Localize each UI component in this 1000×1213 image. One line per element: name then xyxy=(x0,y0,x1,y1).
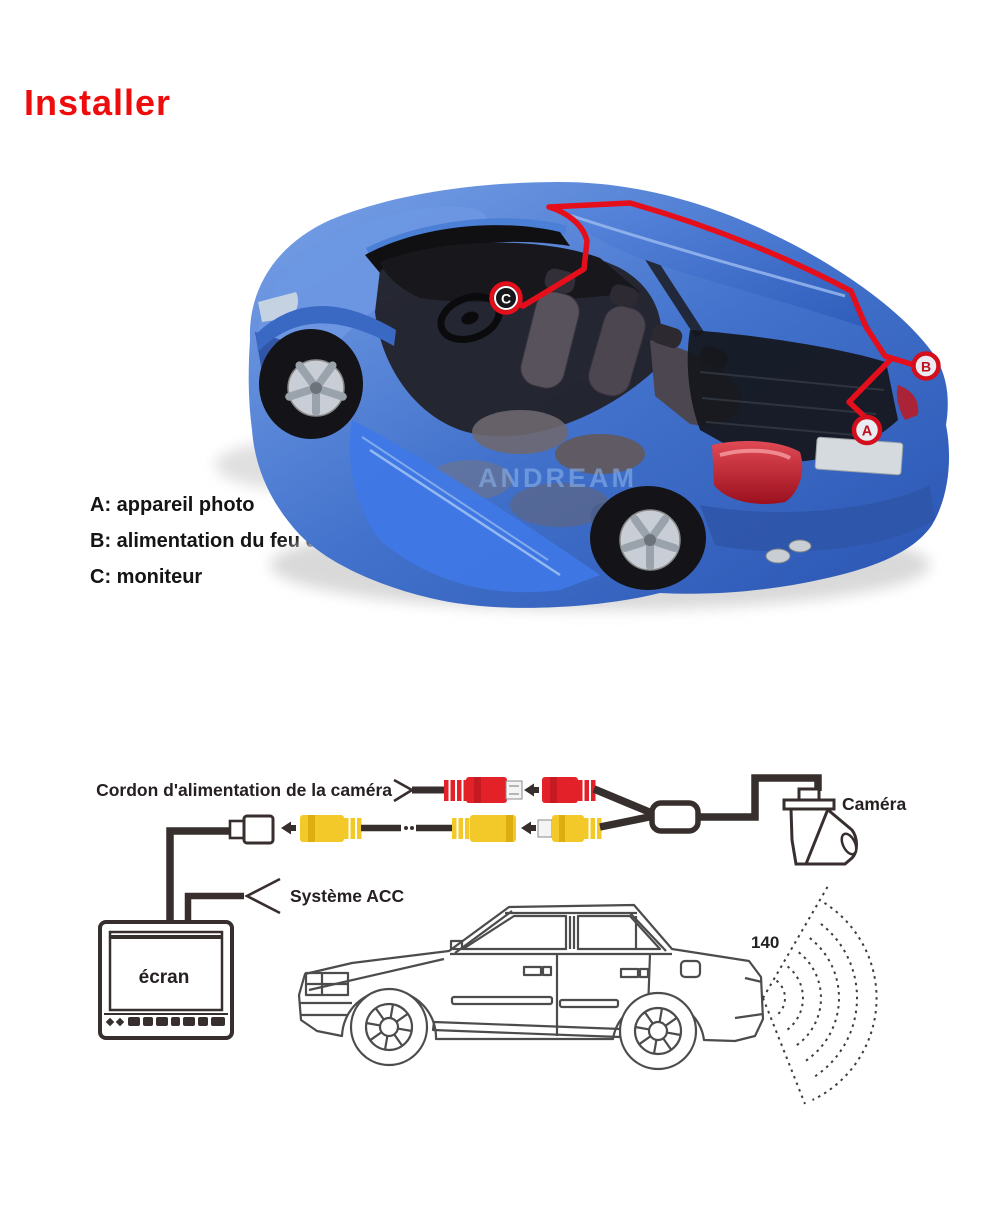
front-window xyxy=(461,914,568,951)
junction-box xyxy=(649,800,701,834)
fan-top-edge xyxy=(762,885,829,999)
svg-text:C: C xyxy=(501,291,511,307)
b-pillar-lines xyxy=(568,916,576,949)
cable-route xyxy=(503,200,917,421)
rca-red-male xyxy=(542,777,596,803)
rear-wheel xyxy=(590,486,706,590)
rca-yellow-chain xyxy=(166,812,655,922)
monitor-plug xyxy=(242,814,275,845)
rear-window xyxy=(687,330,898,463)
tail-light-left xyxy=(712,440,803,505)
tail-light-highlight xyxy=(719,448,791,460)
rca-yellow-female xyxy=(452,815,516,842)
legend-item-c: C: moniteur xyxy=(90,566,203,588)
roof-highlight xyxy=(559,210,846,298)
fuel-door xyxy=(679,959,702,979)
plug-arrow3 xyxy=(521,821,536,835)
exhaust-tip2 xyxy=(788,539,812,553)
screen-label: écran xyxy=(139,967,190,988)
acc-cable xyxy=(184,892,244,922)
camera-cord-label: Cordon d'alimentation de la caméra xyxy=(96,780,392,800)
tail-light-right xyxy=(896,385,919,420)
page-title: Installer xyxy=(24,82,172,123)
rca-barrel xyxy=(505,780,523,800)
sedan-front-wheel xyxy=(349,987,429,1067)
marker-a: A xyxy=(851,414,883,446)
monitor: écran xyxy=(98,920,234,1040)
front-bumper-lines xyxy=(299,1001,352,1017)
sedan-rear-wheel xyxy=(618,991,698,1071)
pillar-lines xyxy=(450,910,672,956)
b-pillar xyxy=(643,252,705,338)
camera-label: Caméra xyxy=(842,794,906,814)
sensor-beam-fan xyxy=(762,885,878,1105)
wiring-diagram: Cordon d'alimentation de la caméra xyxy=(96,774,906,1105)
rocker-trim xyxy=(431,1020,623,1039)
route-branch xyxy=(846,356,894,421)
exhaust-tip xyxy=(765,548,791,564)
beam-angle-label: 140 xyxy=(751,933,779,952)
marker-c: C xyxy=(489,281,523,315)
route-main xyxy=(503,200,917,368)
fan-bottom-edge xyxy=(762,997,806,1105)
parcel-shelf-lines xyxy=(699,371,885,437)
rear-window-sedan xyxy=(576,914,662,951)
acc-label: Système ACC xyxy=(290,886,404,906)
door-sill xyxy=(349,420,600,593)
car-cutaway-illustration: ANDREAM C B A xyxy=(215,182,950,610)
label-pointer-right xyxy=(393,778,415,803)
rear-details xyxy=(734,976,764,1020)
side-trim-1 xyxy=(450,995,554,1006)
side-mirror xyxy=(449,939,464,951)
rca-red-pair xyxy=(412,777,656,818)
door-handle-2 xyxy=(619,967,640,979)
monitor-video-cable xyxy=(166,827,232,922)
windshield-frame xyxy=(366,218,568,257)
marker-b: B xyxy=(911,351,941,381)
plug-arrow2 xyxy=(281,821,296,835)
front-wheel xyxy=(256,305,396,439)
camera-drawing xyxy=(782,787,858,866)
sedan-outline xyxy=(297,903,765,1071)
rear-bumper xyxy=(700,485,935,552)
roof xyxy=(560,202,872,330)
side-trim-2 xyxy=(558,998,620,1009)
svg-text:B: B xyxy=(921,359,931,375)
rca-red-female xyxy=(444,777,507,803)
camera-cable xyxy=(698,774,822,821)
monitor-plug-small xyxy=(228,819,246,840)
rca-yellow-male-2 xyxy=(552,815,602,842)
legend-item-a: A: appareil photo xyxy=(90,494,255,516)
watermark: ANDREAM xyxy=(478,463,637,493)
rca-barrel2 xyxy=(537,819,553,838)
sill-edge2 xyxy=(361,436,549,561)
rca-yellow-male-1 xyxy=(300,815,362,842)
label-pointer-left xyxy=(244,877,281,915)
hood-crease xyxy=(308,957,445,992)
svg-text:A: A xyxy=(862,424,873,440)
windshield-cowl xyxy=(365,225,570,273)
door-handle-1 xyxy=(522,965,543,977)
front-fender xyxy=(256,305,396,352)
sill-edge xyxy=(369,448,561,577)
dashboard xyxy=(380,242,640,302)
plug-arrow xyxy=(524,783,539,797)
